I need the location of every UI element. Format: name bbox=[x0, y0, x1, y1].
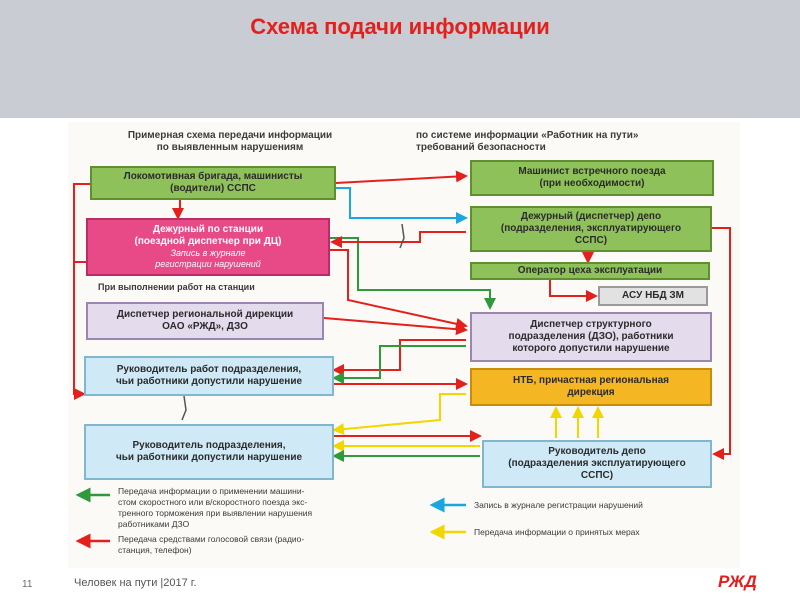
line-right-loop bbox=[712, 227, 731, 460]
heading-left: Примерная схема передачи информации по в… bbox=[127, 130, 333, 153]
line-struct-to-works-green bbox=[332, 345, 466, 384]
line-depot-to-station bbox=[330, 231, 466, 248]
box-station-duty: Дежурный по станции (поездной диспетчер … bbox=[86, 218, 330, 276]
box-ntb-label: НТБ, причастная региональная дирекция bbox=[512, 375, 670, 398]
box-depot-manager-label: Руководитель депо (подразделения эксплуа… bbox=[508, 446, 686, 481]
line-loco-to-station bbox=[172, 200, 184, 220]
station-works-label: При выполнении работ на станции bbox=[98, 282, 255, 292]
box-structural-dispatcher: Диспетчер структурного подразделения (ДЗ… bbox=[470, 312, 712, 362]
box-ntb: НТБ, причастная региональная дирекция bbox=[470, 368, 712, 406]
page-number: 11 bbox=[22, 579, 33, 590]
box-oncoming-driver-label: Машинист встречного поезда (при необходи… bbox=[518, 166, 666, 189]
legend-blue-text: Запись в журнале регистрации нарушений bbox=[474, 500, 643, 510]
line-operator-to-asu bbox=[549, 280, 598, 302]
box-oncoming-driver: Машинист встречного поезда (при необходи… bbox=[470, 160, 714, 196]
svg-text:РЖД: РЖД bbox=[718, 572, 757, 591]
box-regional-dispatcher-label: Диспетчер региональной дирекции ОАО «РЖД… bbox=[116, 309, 294, 332]
legend-green-text: Передача информации о применении машини-… bbox=[118, 486, 313, 529]
separator-mark-top bbox=[399, 223, 405, 249]
box-loco-crew-label: Локомотивная бригада, машинисты (водител… bbox=[123, 171, 303, 194]
box-unit-manager-label: Руководитель подразделения, чьи работник… bbox=[115, 440, 303, 463]
box-unit-manager: Руководитель подразделения, чьи работник… bbox=[84, 424, 334, 480]
box-loco-crew: Локомотивная бригада, машинисты (водител… bbox=[90, 166, 336, 200]
legend-red-text: Передача средствами голосовой связи (рад… bbox=[118, 534, 305, 555]
box-depot-duty-label: Дежурный (диспетчер) депо (подразделения… bbox=[500, 211, 682, 246]
box-asu-label: АСУ НБД ЗМ bbox=[622, 290, 684, 301]
heading-right: по системе информации «Работник на пути»… bbox=[416, 130, 639, 153]
box-operator-label: Оператор цеха эксплуатации bbox=[517, 265, 663, 276]
rzd-logo: РЖД bbox=[714, 568, 774, 594]
line-station-to-struct-green bbox=[330, 237, 496, 310]
line-left-loop bbox=[73, 261, 90, 400]
line-loco-to-depot-blue bbox=[336, 187, 468, 224]
footer-caption: Человек на пути |2017 г. bbox=[74, 577, 197, 589]
separator-mark-bottom bbox=[181, 395, 187, 421]
box-station-duty-note: Запись в журнале регистрации нарушений bbox=[155, 248, 261, 269]
box-structural-dispatcher-label: Диспетчер структурного подразделения (ДЗ… bbox=[508, 319, 674, 354]
box-works-manager: Руководитель работ подразделения, чьи ра… bbox=[84, 356, 334, 396]
box-asu: АСУ НБД ЗМ bbox=[598, 286, 708, 306]
box-works-manager-label: Руководитель работ подразделения, чьи ра… bbox=[115, 364, 303, 387]
line-ntb-to-unit-yellow bbox=[332, 393, 466, 436]
box-depot-manager: Руководитель депо (подразделения эксплуа… bbox=[482, 440, 712, 488]
line-loco-left bbox=[73, 183, 90, 262]
line-struct-to-works bbox=[332, 339, 466, 376]
line-loco-to-oncoming bbox=[335, 170, 468, 184]
box-regional-dispatcher: Диспетчер региональной дирекции ОАО «РЖД… bbox=[86, 302, 324, 340]
header-band bbox=[0, 0, 800, 118]
line-station-to-depot-red bbox=[330, 249, 468, 330]
box-depot-duty: Дежурный (диспетчер) депо (подразделения… bbox=[470, 206, 712, 252]
line-regional-to-struct bbox=[323, 317, 468, 336]
legend-yellow-text: Передача информации о принятых мерах bbox=[474, 527, 640, 537]
page-title: Схема подачи информации bbox=[250, 14, 550, 39]
box-station-duty-label: Дежурный по станции (поездной диспетчер … bbox=[134, 224, 282, 247]
box-operator: Оператор цеха эксплуатации bbox=[470, 262, 710, 280]
rzd-logo-icon: РЖД bbox=[718, 572, 757, 591]
